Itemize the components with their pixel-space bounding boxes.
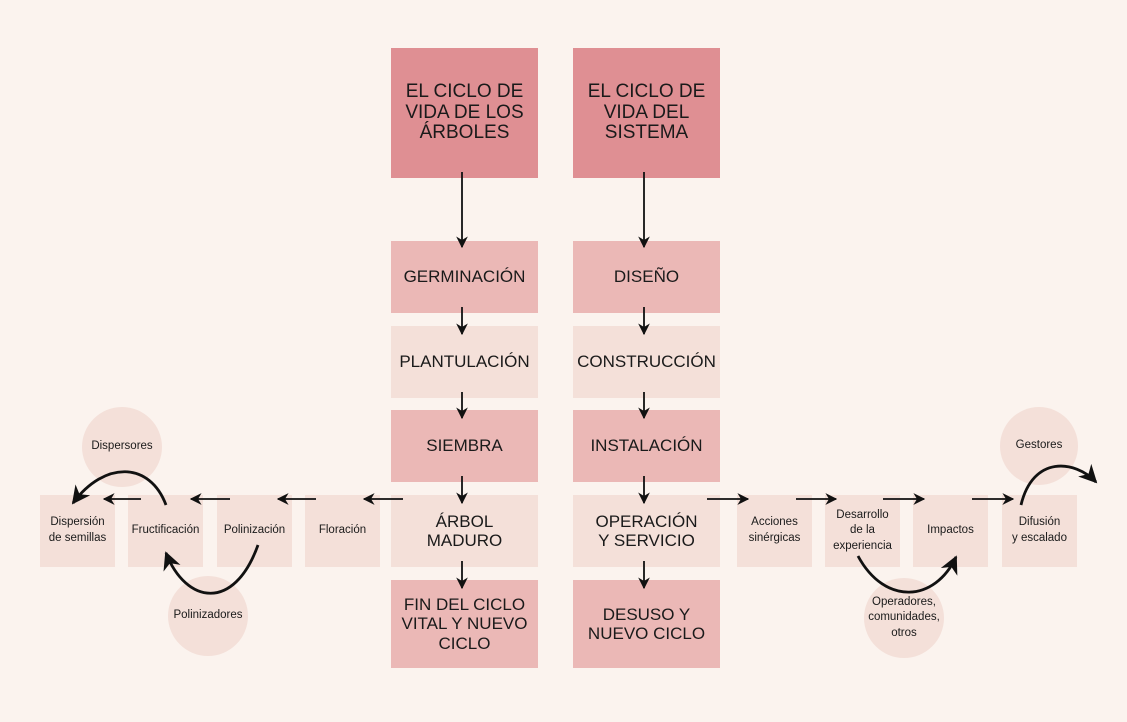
trees-branch-seed-dispersal: Dispersión de semillas [40, 495, 115, 567]
circle-pollinators: Polinizadores [168, 576, 248, 656]
circle-operators: Operadores, comunidades, otros [864, 578, 944, 658]
system-title: EL CICLO DE VIDA DEL SISTEMA [573, 48, 720, 178]
system-stage-disuse: DESUSO Y NUEVO CICLO [573, 580, 720, 668]
circle-dispersers: Dispersores [82, 407, 162, 487]
system-branch-diffusion: Difusión y escalado [1002, 495, 1077, 567]
trees-branch-flowering: Floración [305, 495, 380, 567]
system-branch-synergy: Acciones sinérgicas [737, 495, 812, 567]
trees-stage-end-cycle: FIN DEL CICLO VITAL Y NUEVO CICLO [391, 580, 538, 668]
system-branch-experience: Desarrollo de la experiencia [825, 495, 900, 567]
system-stage-construction: CONSTRUCCIÓN [573, 326, 720, 398]
trees-stage-mature-tree: ÁRBOL MADURO [391, 495, 538, 567]
system-branch-impacts: Impactos [913, 495, 988, 567]
trees-stage-seedling: PLANTULACIÓN [391, 326, 538, 398]
trees-title: EL CICLO DE VIDA DE LOS ÁRBOLES [391, 48, 538, 178]
trees-stage-planting: SIEMBRA [391, 410, 538, 482]
system-stage-operation: OPERACIÓN Y SERVICIO [573, 495, 720, 567]
trees-branch-pollination: Polinización [217, 495, 292, 567]
system-stage-installation: INSTALACIÓN [573, 410, 720, 482]
circle-managers: Gestores [1000, 407, 1078, 485]
system-stage-design: DISEÑO [573, 241, 720, 313]
trees-branch-fruiting: Fructificación [128, 495, 203, 567]
trees-stage-germination: GERMINACIÓN [391, 241, 538, 313]
